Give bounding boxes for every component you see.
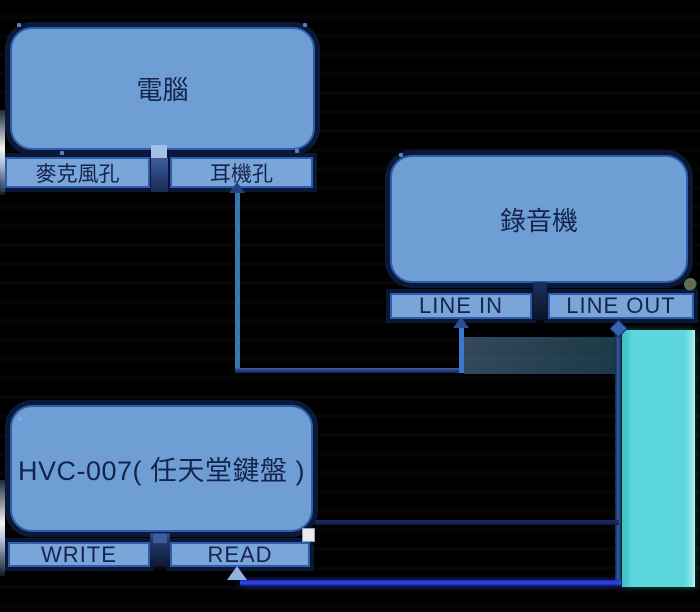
left-edge-glow-top bbox=[0, 110, 5, 195]
translucent-highlight-band bbox=[464, 337, 617, 374]
port-write-label: WRITE bbox=[41, 541, 117, 567]
port-lineout[interactable]: LINE OUT bbox=[548, 293, 694, 319]
port-linein[interactable]: LINE IN bbox=[390, 293, 532, 319]
computer-connector-tab bbox=[151, 145, 167, 158]
node-keyboard-label: HVC-007( 任天堂鍵盤 ) bbox=[17, 456, 306, 486]
cyan-highlight-bar bbox=[622, 330, 695, 587]
port-mic-label: 麥克風孔 bbox=[35, 162, 120, 186]
wire-headphone-horizontal bbox=[235, 368, 463, 373]
arrowhead-into-read-icon bbox=[227, 566, 247, 580]
corner-artifact-smudge bbox=[684, 278, 697, 291]
wire-headphone-vertical bbox=[235, 190, 240, 372]
corner-handle bbox=[18, 417, 22, 421]
left-edge-glow-bottom bbox=[0, 480, 5, 576]
port-headphone-label: 耳機孔 bbox=[210, 162, 273, 186]
node-keyboard[interactable]: HVC-007( 任天堂鍵盤 ) bbox=[10, 405, 313, 532]
port-read-label: READ bbox=[207, 541, 273, 567]
port-mic[interactable]: 麥克風孔 bbox=[5, 157, 150, 188]
port-linein-label: LINE IN bbox=[418, 293, 504, 318]
arrowhead-into-headphone-icon bbox=[229, 182, 245, 193]
wire-read-horizontal-bright bbox=[240, 580, 621, 586]
port-read[interactable]: READ bbox=[170, 542, 310, 567]
wire-linein-vertical bbox=[459, 325, 464, 373]
node-computer-label: 電腦 bbox=[136, 75, 189, 105]
corner-handle bbox=[295, 149, 299, 153]
arrowhead-into-linein-icon bbox=[453, 317, 469, 328]
node-recorder-label: 錄音機 bbox=[499, 205, 578, 236]
port-lineout-label: LINE OUT bbox=[566, 293, 676, 318]
node-computer[interactable]: 電腦 bbox=[10, 27, 315, 150]
port-write[interactable]: WRITE bbox=[8, 542, 150, 567]
wire-lineout-vertical bbox=[615, 331, 621, 583]
corner-handle bbox=[17, 23, 21, 27]
wire-keyboard-navy bbox=[315, 520, 619, 525]
resize-handle[interactable] bbox=[302, 528, 315, 542]
computer-port-gap bbox=[151, 158, 168, 192]
corner-handle bbox=[60, 151, 64, 155]
keyboard-connector-tab bbox=[153, 534, 167, 543]
node-recorder[interactable]: 錄音機 bbox=[390, 155, 688, 283]
corner-handle bbox=[303, 23, 307, 27]
recorder-port-gap bbox=[533, 282, 547, 320]
corner-handle bbox=[399, 153, 403, 157]
